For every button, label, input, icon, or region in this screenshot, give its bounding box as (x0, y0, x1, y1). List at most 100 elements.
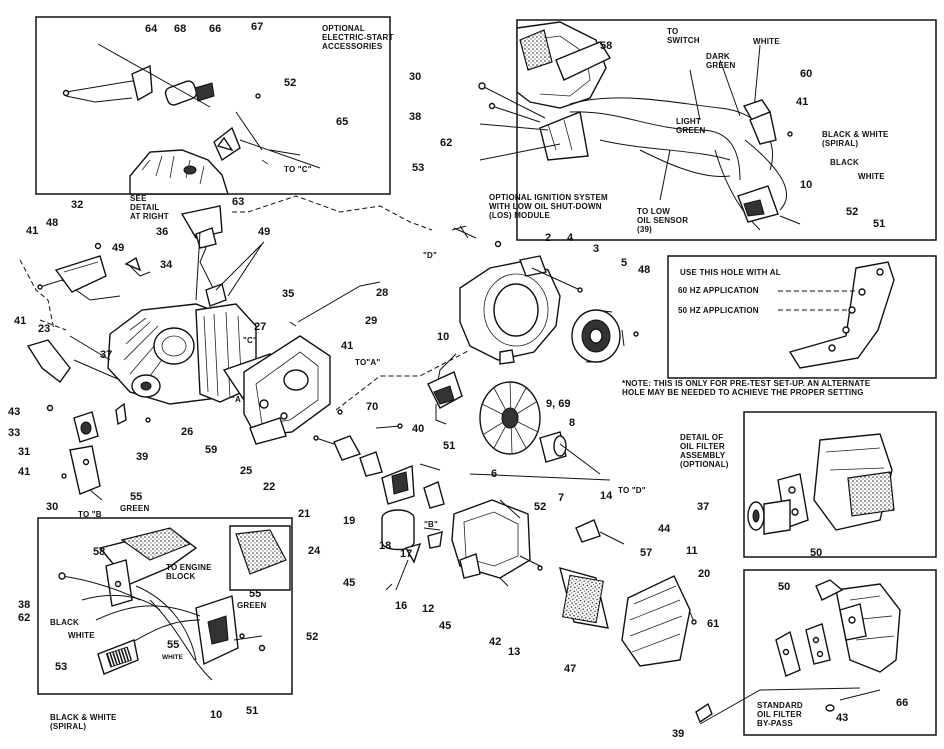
oil-filter-inset-box (743, 411, 937, 558)
callout-35: 35 (282, 288, 295, 300)
callout-41: 41 (18, 466, 31, 478)
callout-41: 41 (796, 96, 809, 108)
callout-40: 40 (412, 423, 425, 435)
callout-53: 53 (412, 162, 425, 174)
callout-8: 8 (569, 417, 576, 429)
callout-66: 66 (209, 23, 222, 35)
callout-52: 52 (284, 77, 297, 89)
callout-22: 22 (263, 481, 276, 493)
callout-31: 31 (18, 446, 31, 458)
bypass-detail (695, 579, 901, 725)
callout-70: 70 (366, 401, 379, 413)
callout-62: 62 (18, 612, 31, 624)
callout-65: 65 (336, 116, 349, 128)
callout-52: 52 (846, 206, 859, 218)
callout-17: 17 (400, 548, 413, 560)
callout-41: 41 (26, 225, 39, 237)
callout-7: 7 (558, 492, 565, 504)
white-small-label: WHITE (162, 654, 183, 661)
oil-filter-detail (747, 433, 895, 535)
bracket-plate (778, 261, 895, 369)
callout-6: 6 (491, 468, 498, 480)
governor-linkage (37, 195, 502, 327)
callout-52: 52 (306, 631, 319, 643)
callout-37: 37 (100, 349, 113, 361)
callout-59: 59 (205, 444, 218, 456)
white-label-top: WHITE (753, 37, 780, 46)
60hz-label: 60 Hz APPLICATION (678, 286, 759, 295)
b-marker: "B" (424, 520, 438, 529)
wiring-harness-parts (478, 21, 801, 231)
callout-41: 41 (14, 315, 27, 327)
callout-33: 33 (8, 427, 21, 439)
callout-68: 68 (174, 23, 187, 35)
callout-43: 43 (8, 406, 21, 418)
callout-51: 51 (873, 218, 886, 230)
callout-61: 61 (707, 618, 720, 630)
callout-53: 53 (55, 661, 68, 673)
callout-39: 39 (672, 728, 685, 740)
callout-20: 20 (698, 568, 711, 580)
callout-41: 41 (341, 340, 354, 352)
callout-67: 67 (251, 21, 264, 33)
callout-45: 45 (343, 577, 356, 589)
callout-13: 13 (508, 646, 521, 658)
black-white-spiral-label-top: BLACK & WHITE(SPIRAL) (822, 130, 889, 148)
note-label: *NOTE: THIS IS ONLY FOR PRE-TEST SET-UP.… (622, 379, 871, 397)
callout-60: 60 (800, 68, 813, 80)
callout-12: 12 (422, 603, 435, 615)
black-label-bl: BLACK (50, 618, 79, 627)
callout-21: 21 (298, 508, 311, 520)
engine-cover-plate (243, 335, 343, 445)
callout-49: 49 (112, 242, 125, 254)
callout-29: 29 (365, 315, 378, 327)
callout-48: 48 (46, 217, 59, 229)
callout-10: 10 (210, 709, 223, 721)
callout-30: 30 (46, 501, 59, 513)
hole-inset-box (667, 255, 937, 379)
carburetor-assembly (313, 423, 445, 551)
bypass-inset-box (743, 569, 937, 736)
blower-housing (459, 255, 639, 365)
callout-18: 18 (379, 540, 392, 552)
callout-16: 16 (395, 600, 408, 612)
white-label-mid: WHITE (858, 172, 885, 181)
a-marker: "A" (231, 395, 245, 404)
callout-50: 50 (810, 547, 823, 559)
callout-66: 66 (896, 697, 909, 709)
ignition-flywheel (335, 349, 611, 481)
callout-43: 43 (836, 712, 849, 724)
electric-start-parts (62, 43, 321, 195)
ignition-wiring-detail (58, 525, 291, 681)
callout-23: 23 (38, 323, 51, 335)
ignition-wiring-inset-box (37, 517, 293, 695)
c-marker: "C" (243, 336, 257, 345)
callout-24: 24 (308, 545, 321, 557)
callout-38: 38 (18, 599, 31, 611)
callout-28: 28 (376, 287, 389, 299)
callout-34: 34 (160, 259, 173, 271)
callout-62: 62 (440, 137, 453, 149)
callout-58: 58 (600, 40, 613, 52)
callout-45: 45 (439, 620, 452, 632)
green-label-1: GREEN (120, 504, 150, 513)
callout-38: 38 (409, 111, 422, 123)
callout-52: 52 (534, 501, 547, 513)
white-label-bl: WHITE (68, 631, 95, 640)
callout-51: 51 (246, 705, 259, 717)
callout-49: 49 (258, 226, 271, 238)
callout-11: 11 (686, 545, 698, 557)
callout-37: 37 (697, 501, 710, 513)
to-a-label: TO"A" (355, 358, 381, 367)
to-b-label: TO "B (78, 510, 102, 519)
